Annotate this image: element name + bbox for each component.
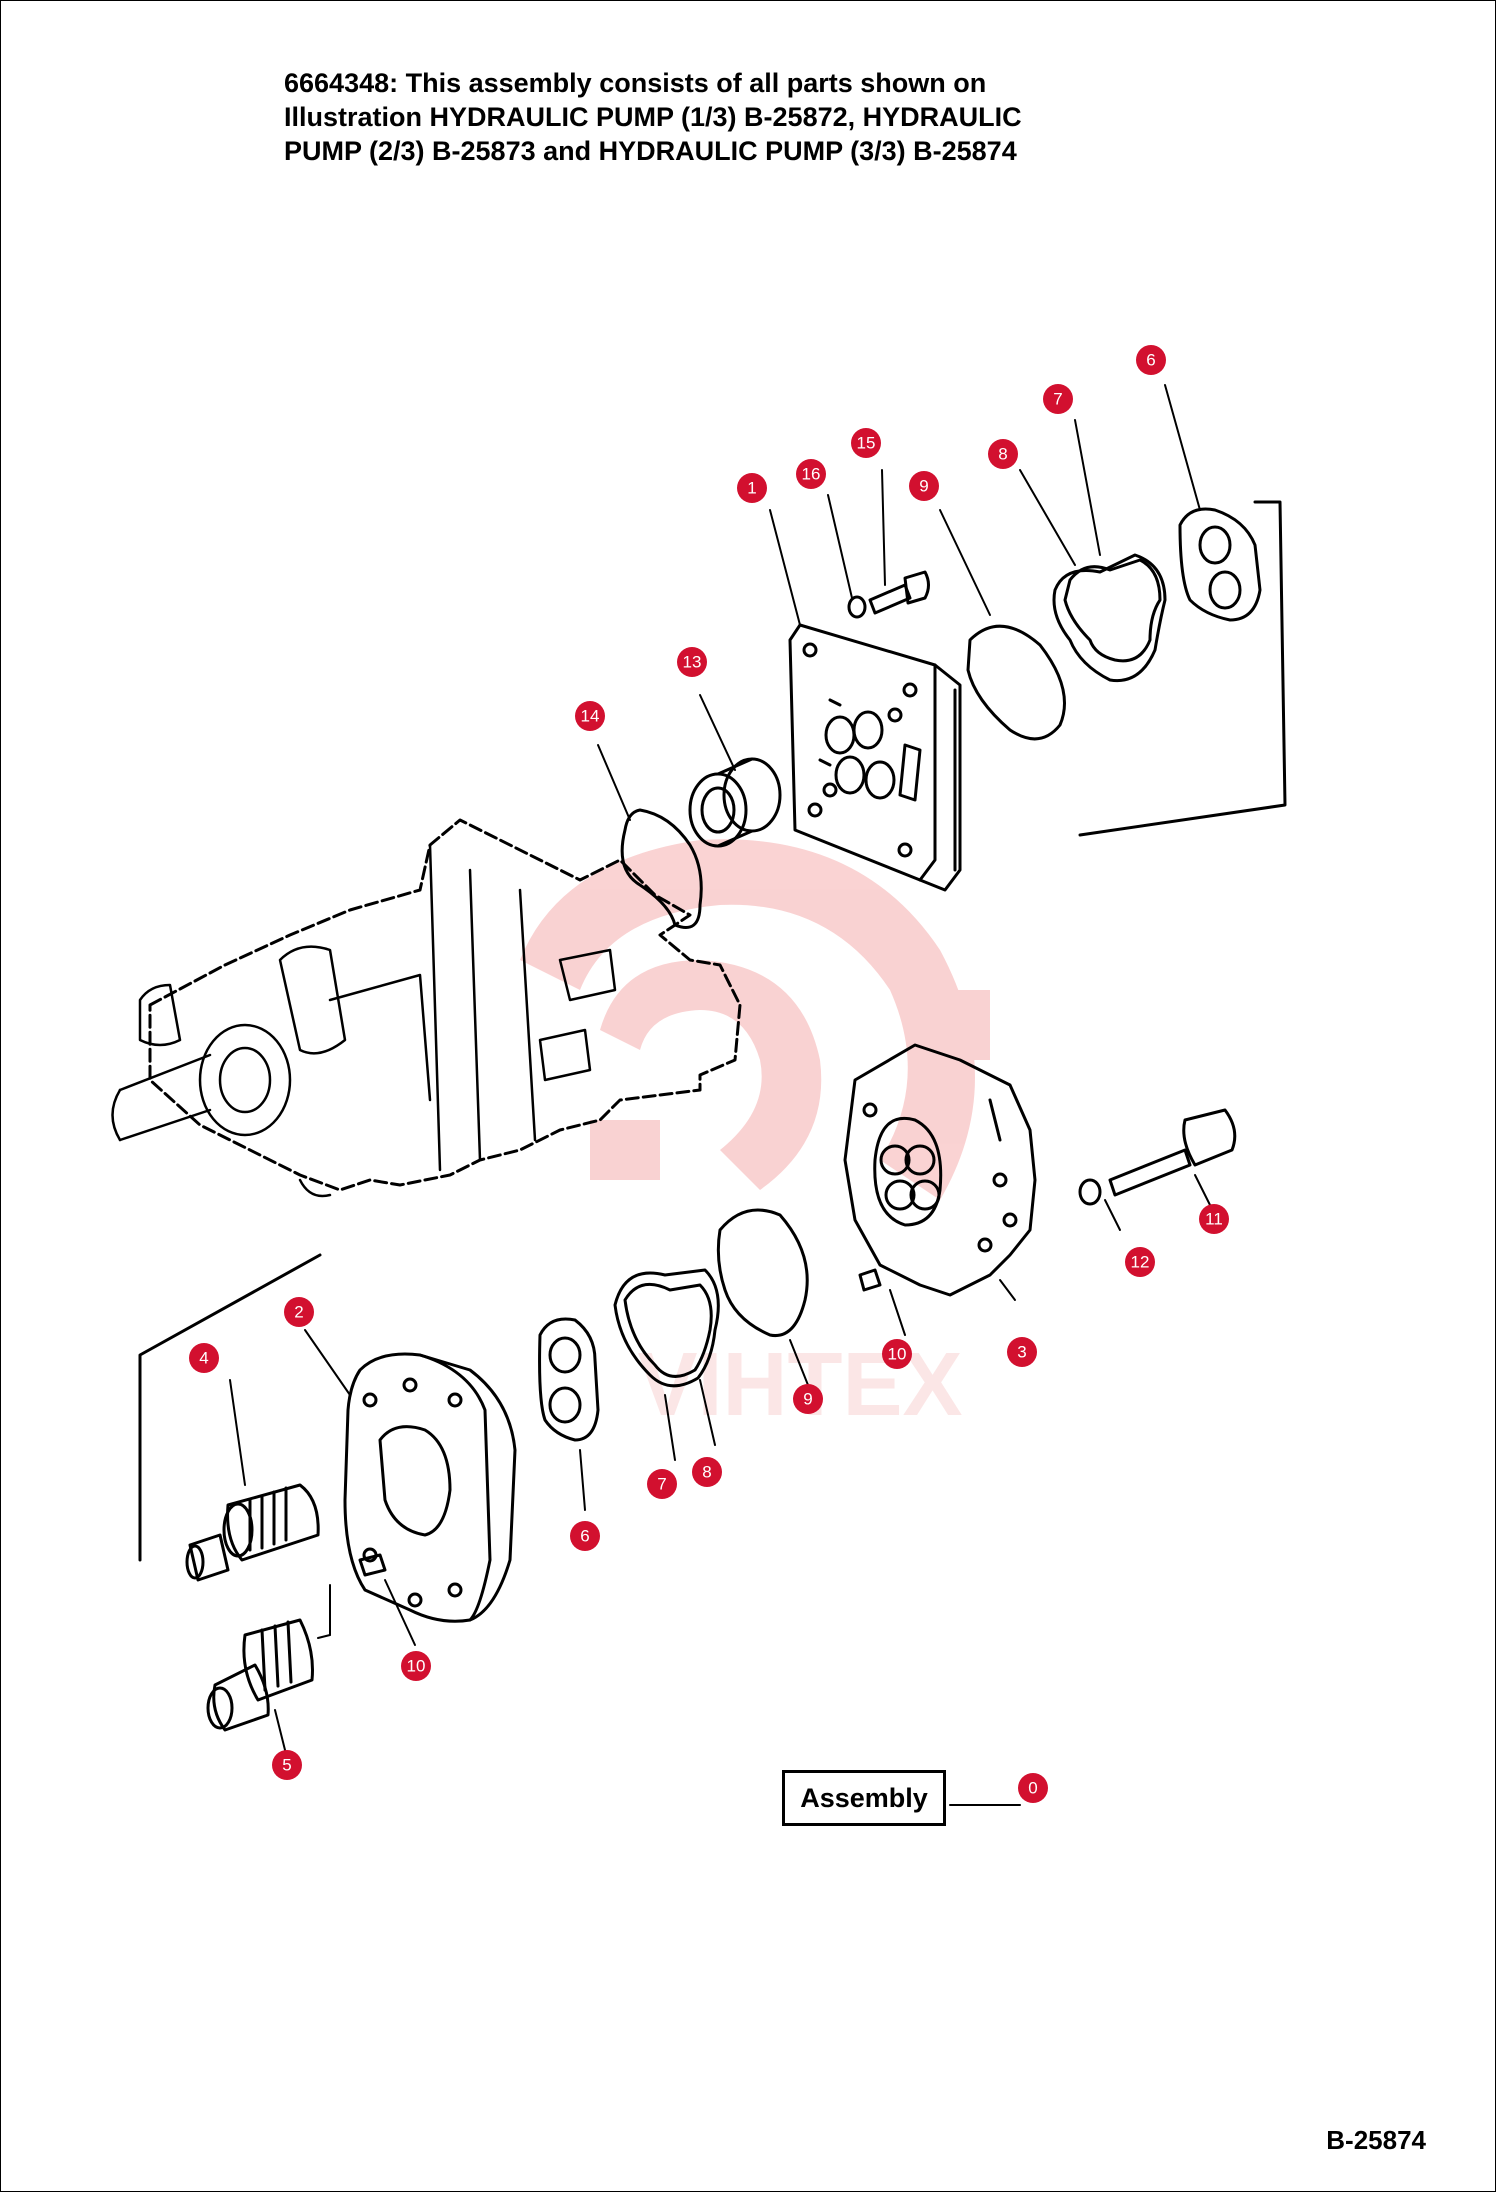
svg-text:10: 10 bbox=[888, 1345, 907, 1364]
svg-text:0: 0 bbox=[1028, 1779, 1037, 1798]
part-9-oring-lower bbox=[716, 1208, 809, 1338]
part-15-bolt bbox=[868, 570, 930, 615]
title-line-3: PUMP (2/3) B-25873 and HYDRAULIC PUMP (3… bbox=[284, 136, 1017, 166]
svg-text:16: 16 bbox=[802, 465, 821, 484]
leader-lines bbox=[229, 384, 1211, 1806]
part-14-seal bbox=[620, 808, 703, 929]
svg-text:8: 8 bbox=[998, 445, 1007, 464]
part-11-bolt bbox=[1108, 1108, 1237, 1197]
svg-text:8: 8 bbox=[702, 1463, 711, 1482]
part-16-washer bbox=[847, 595, 867, 619]
callout-6-lower: 6 bbox=[570, 1521, 600, 1551]
callout-5: 5 bbox=[272, 1750, 302, 1780]
svg-text:6: 6 bbox=[580, 1527, 589, 1546]
svg-text:7: 7 bbox=[1053, 390, 1062, 409]
svg-text:5: 5 bbox=[282, 1756, 291, 1775]
part-7-gasket-upper bbox=[1052, 553, 1167, 683]
callout-3: 3 bbox=[1007, 1337, 1037, 1367]
title-line-1: 6664348: This assembly consists of all p… bbox=[284, 68, 987, 98]
svg-text:9: 9 bbox=[919, 477, 928, 496]
part-6-plate-upper bbox=[1178, 507, 1262, 622]
callout-15: 15 bbox=[851, 428, 881, 458]
lower-bracket-line bbox=[138, 1253, 322, 1562]
part-3-housing bbox=[843, 1043, 1037, 1297]
part-1-flange-plate bbox=[788, 623, 962, 892]
part-2-gear-case bbox=[343, 1352, 517, 1623]
svg-text:7: 7 bbox=[657, 1475, 666, 1494]
part-5-driven-gear bbox=[206, 1618, 314, 1732]
callout-11: 11 bbox=[1199, 1204, 1229, 1234]
callout-7-lower: 7 bbox=[647, 1469, 677, 1499]
svg-text:1: 1 bbox=[747, 479, 756, 498]
part-8-gasket-upper bbox=[1063, 558, 1162, 663]
part-13-bushing bbox=[688, 757, 782, 848]
callout-13: 13 bbox=[677, 647, 707, 677]
svg-text:14: 14 bbox=[581, 707, 600, 726]
svg-text:11: 11 bbox=[1205, 1210, 1223, 1229]
svg-text:15: 15 bbox=[857, 434, 876, 453]
callout-14: 14 bbox=[575, 701, 605, 731]
part-10-pin-lower-right bbox=[858, 1268, 882, 1292]
svg-text:10: 10 bbox=[407, 1657, 426, 1676]
watermark-logo: VIHTEX bbox=[520, 839, 990, 1435]
page-title: 6664348: This assembly consists of all p… bbox=[284, 66, 1284, 168]
part-12-washer bbox=[1078, 1178, 1102, 1206]
callout-10-lower-right: 10 bbox=[882, 1339, 912, 1369]
callout-16: 16 bbox=[796, 459, 826, 489]
part-4-drive-gear bbox=[185, 1483, 320, 1582]
upper-bracket-line bbox=[1078, 500, 1287, 837]
part-10-pin-lower-left bbox=[358, 1553, 387, 1577]
callout-1: 1 bbox=[737, 473, 767, 503]
part-8-gasket-lower bbox=[623, 1282, 713, 1378]
svg-text:2: 2 bbox=[294, 1303, 303, 1322]
callout-10-lower-left: 10 bbox=[401, 1651, 431, 1681]
callout-9-lower: 9 bbox=[793, 1384, 823, 1414]
callout-0: 0 bbox=[1018, 1773, 1048, 1803]
svg-text:9: 9 bbox=[803, 1390, 812, 1409]
figure-id: B-25874 bbox=[1326, 2125, 1426, 2155]
callout-8-upper: 8 bbox=[988, 439, 1018, 469]
callout-6-upper: 6 bbox=[1136, 345, 1166, 375]
part-6-plate-lower bbox=[538, 1317, 600, 1442]
callout-12: 12 bbox=[1125, 1247, 1155, 1277]
pump-body bbox=[148, 818, 742, 1192]
svg-text:12: 12 bbox=[1131, 1253, 1150, 1272]
callout-4: 4 bbox=[189, 1343, 219, 1373]
svg-text:4: 4 bbox=[199, 1349, 208, 1368]
svg-text:13: 13 bbox=[683, 653, 702, 672]
pump-body-details bbox=[111, 843, 617, 1198]
svg-text:6: 6 bbox=[1146, 351, 1155, 370]
svg-text:3: 3 bbox=[1017, 1343, 1026, 1362]
assembly-label: Assembly bbox=[782, 1770, 946, 1826]
callout-9-upper: 9 bbox=[909, 471, 939, 501]
title-line-2: Illustration HYDRAULIC PUMP (1/3) B-2587… bbox=[284, 102, 1022, 132]
callout-8-lower: 8 bbox=[692, 1457, 722, 1487]
callout-7-upper: 7 bbox=[1043, 384, 1073, 414]
part-7-gasket-lower bbox=[613, 1268, 720, 1388]
part-9-oring-upper bbox=[966, 624, 1066, 741]
callout-2: 2 bbox=[284, 1297, 314, 1327]
